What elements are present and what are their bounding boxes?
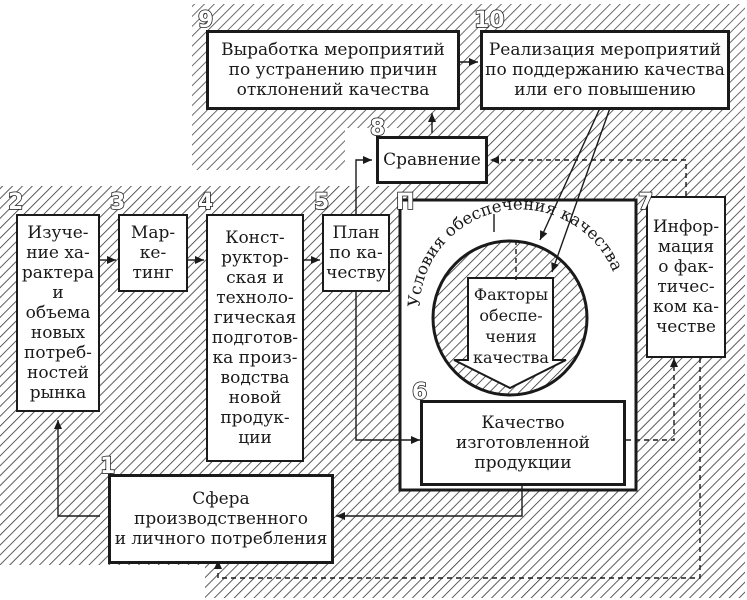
factors-shape — [453, 277, 567, 390]
node-9-label: Выработка мероприятий по устранению прич… — [221, 40, 445, 100]
node-6-box[interactable]: Качество изготовленной продукции — [420, 400, 626, 486]
node-1-box[interactable]: Сфера производственного и личного потреб… — [108, 474, 334, 564]
node-9-box[interactable]: Выработка мероприятий по устранению прич… — [206, 30, 460, 110]
node-5-box[interactable]: План по ка- честву — [322, 214, 390, 292]
node-6-label: Качество изготовленной продукции — [455, 413, 591, 473]
arrow-1-to-2 — [54, 420, 100, 517]
node-7-box[interactable]: Инфор- мация о фак- тичес- ком ка- честв… — [646, 196, 726, 358]
node-5-number: 5 — [313, 189, 330, 216]
node-1-label: Сфера производственного и личного потреб… — [114, 489, 328, 549]
node-1-number: 1 — [99, 453, 116, 480]
node-8-box[interactable]: Сравнение — [376, 136, 488, 184]
dashed-connectors — [214, 156, 701, 579]
dashed-7-to-1 — [214, 358, 701, 579]
connectors — [54, 58, 611, 520]
dashed-6-to-7 — [626, 358, 678, 441]
node-3-number: 3 — [109, 189, 126, 216]
node-2-number: 2 — [7, 189, 24, 216]
node-3-box[interactable]: Мар- ке- тинг — [118, 214, 188, 292]
arrow-10-to-conditions — [539, 107, 601, 241]
arrow-5-to-6 — [355, 292, 420, 444]
arrow-6-to-1 — [336, 486, 523, 520]
node-3-label: Мар- ке- тинг — [130, 223, 176, 283]
node-2-box[interactable]: Изуче- ние ха- рактера и объема новых по… — [16, 214, 100, 412]
node-10-box[interactable]: Реализация мероприятий по поддержанию ка… — [480, 30, 730, 110]
node-4-label: Конст- руктор- ская и техноло- гическая … — [211, 228, 299, 448]
node-4-number: 4 — [197, 189, 214, 216]
node-8-number: 8 — [369, 115, 386, 142]
node-6-number: 6 — [411, 379, 428, 406]
node-2-label: Изуче- ние ха- рактера и объема новых по… — [21, 223, 95, 403]
factors-label: Факторы обеспе- чения качества — [473, 285, 549, 367]
dashed-7-to-8 — [490, 156, 687, 196]
arrow-5-to-8 — [355, 156, 372, 216]
arrow-10-to-factors — [551, 107, 611, 273]
node-7-label: Инфор- мация о фак- тичес- ком ка- честв… — [652, 217, 720, 337]
node-10-number: 10 — [473, 7, 505, 34]
node-10-label: Реализация мероприятий по поддержанию ка… — [485, 40, 725, 100]
node-8-label: Сравнение — [383, 150, 481, 170]
node-4-box[interactable]: Конст- руктор- ская и техноло- гическая … — [206, 214, 304, 462]
node-5-label: План по ка- честву — [326, 223, 386, 283]
node-9-number: 9 — [197, 7, 214, 34]
node-7-number: 7 — [637, 189, 654, 216]
conditions-marker: П — [395, 189, 415, 216]
